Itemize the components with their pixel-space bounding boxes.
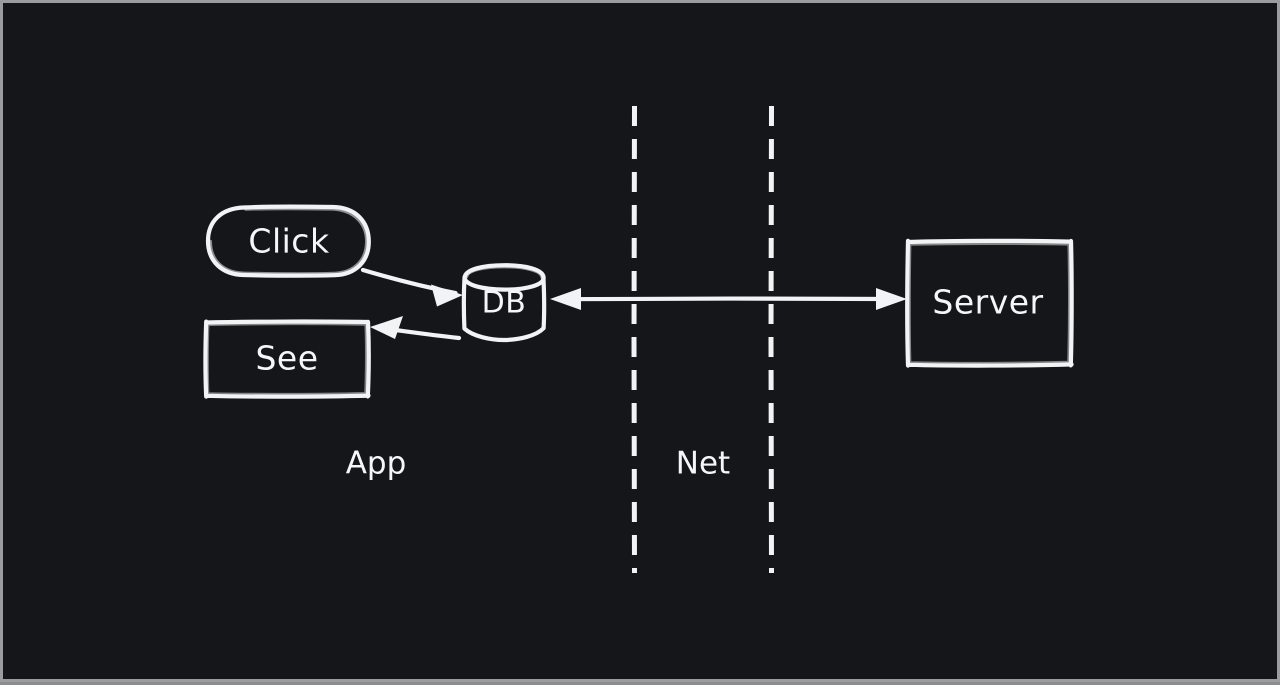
node-server-label: Server (932, 283, 1043, 322)
diagram-surface: Click See DB Server (203, 105, 1074, 574)
node-server[interactable]: Server (905, 238, 1074, 368)
edge-click-to-db (360, 267, 463, 307)
arrow-head-to-server (876, 288, 907, 310)
node-see-label: See (255, 339, 318, 378)
arrow-head-to-db (550, 288, 581, 310)
node-db[interactable]: DB (461, 263, 547, 343)
lane-label-net: Net (676, 446, 730, 482)
arrow-head-db-to-see (370, 316, 403, 339)
edge-db-server (550, 288, 907, 310)
node-db-label: DB (482, 286, 527, 321)
arrow-head-click-to-db (431, 284, 463, 307)
lane-divider-left (631, 105, 637, 574)
lane-label-app: App (346, 446, 407, 482)
node-click-label: Click (248, 222, 330, 261)
node-click[interactable]: Click (205, 204, 371, 278)
lane-divider-right (768, 105, 774, 574)
edge-db-to-see (370, 316, 462, 341)
node-see[interactable]: See (203, 319, 371, 399)
